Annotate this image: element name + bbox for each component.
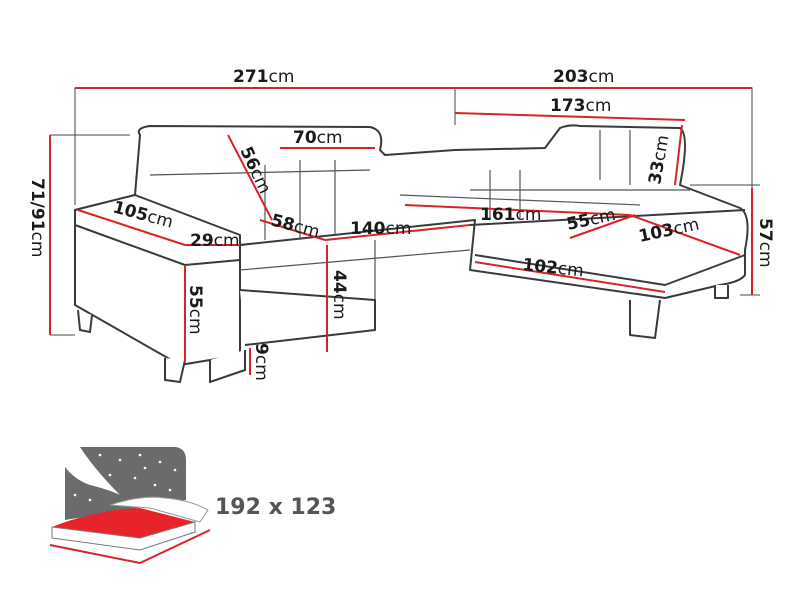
bed-size-label: 192 x 123 <box>215 495 336 520</box>
dim-label: 173cm <box>550 96 611 116</box>
dim-label: 55cm <box>185 285 205 335</box>
dim-label: 271cm <box>233 67 294 87</box>
dim-label: 57cm <box>755 218 775 268</box>
dim-label: 9cm <box>251 343 271 381</box>
dim-label: 71/91cm <box>27 178 47 257</box>
dim-label: 55cm <box>565 205 618 235</box>
dimension-lines <box>49 87 753 375</box>
bed-icon <box>49 447 211 564</box>
dim-label: 29cm <box>190 231 240 251</box>
dim-label: 70cm <box>293 128 343 148</box>
dim-label: 33cm <box>645 134 673 186</box>
sofa-outline <box>74 124 749 383</box>
dimension-labels: 271cm 203cm 173cm 70cm 56cm 33cm 71/91cm… <box>27 67 775 381</box>
dim-label: 161cm <box>480 205 541 225</box>
dim-label: 203cm <box>553 67 614 87</box>
dim-label: 44cm <box>329 270 349 320</box>
dim-label: 140cm <box>350 219 411 239</box>
dim-label: 102cm <box>521 255 584 281</box>
